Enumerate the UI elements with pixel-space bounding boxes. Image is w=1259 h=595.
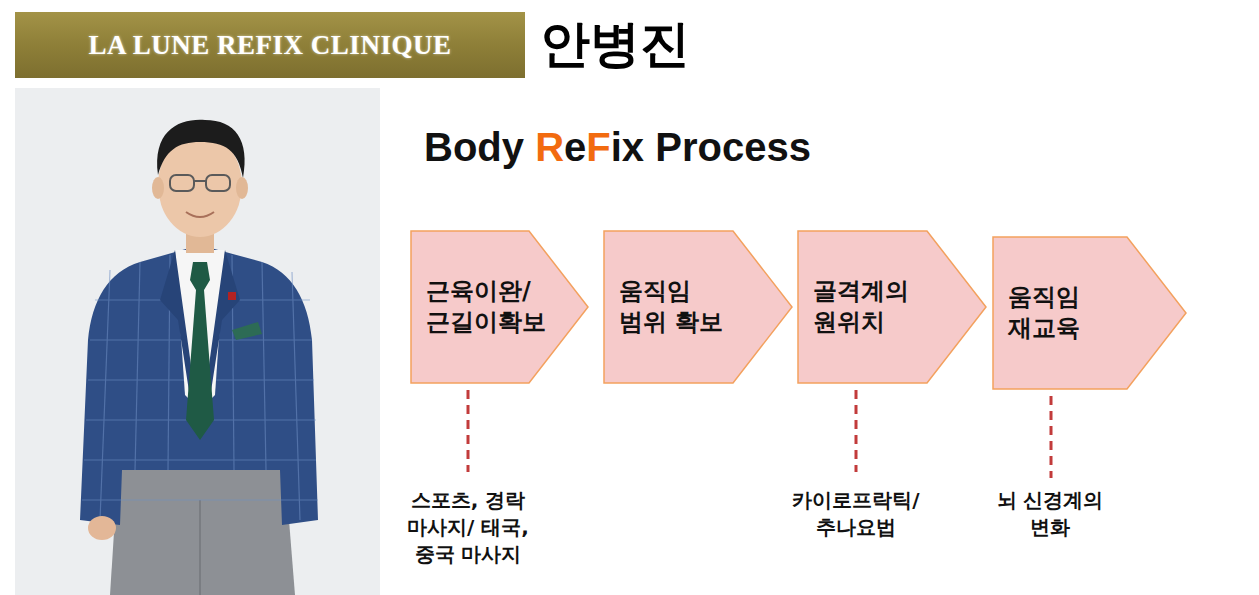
process-arrow: 골격계의 원위치 bbox=[797, 230, 987, 384]
logo-banner: LA LUNE REFIX CLINIQUE bbox=[15, 12, 525, 78]
process-arrow: 근육이완/ 근길이확보 bbox=[410, 230, 589, 384]
arrow-shape bbox=[797, 230, 987, 384]
arrow-outline bbox=[798, 231, 986, 383]
arrow-shape bbox=[992, 236, 1187, 390]
diagram-title: Body ReFix Process bbox=[424, 124, 811, 170]
step-text: 움직임 재교육 bbox=[1008, 282, 1122, 344]
arrow-shape bbox=[410, 230, 589, 384]
logo-text: LA LUNE REFIX CLINIQUE bbox=[89, 30, 452, 61]
step-text: 골격계의 원위치 bbox=[813, 276, 927, 338]
step-text: 움직임 범위 확보 bbox=[619, 276, 733, 338]
leader-line bbox=[855, 390, 858, 472]
method-note: 카이로프락틱/ 추나요법 bbox=[785, 487, 927, 541]
leader-line bbox=[1050, 396, 1053, 478]
process-arrow: 움직임 범위 확보 bbox=[603, 230, 793, 384]
step-text: 근육이완/ 근길이확보 bbox=[426, 276, 556, 338]
leader-lines bbox=[468, 390, 1051, 478]
method-note: 뇌 신경계의 변화 bbox=[984, 487, 1116, 541]
banner-fill bbox=[15, 12, 525, 78]
portrait-photo bbox=[15, 88, 380, 595]
leader-line bbox=[467, 390, 470, 472]
arrow-outline bbox=[411, 231, 588, 383]
person-name: 안병진 bbox=[540, 14, 690, 74]
arrow-shape bbox=[603, 230, 793, 384]
method-note: 스포츠, 경락 마사지/ 태국, 중국 마사지 bbox=[402, 487, 534, 568]
arrow-outline bbox=[604, 231, 792, 383]
arrow-outline bbox=[993, 237, 1186, 389]
process-arrow: 움직임 재교육 bbox=[992, 236, 1187, 390]
